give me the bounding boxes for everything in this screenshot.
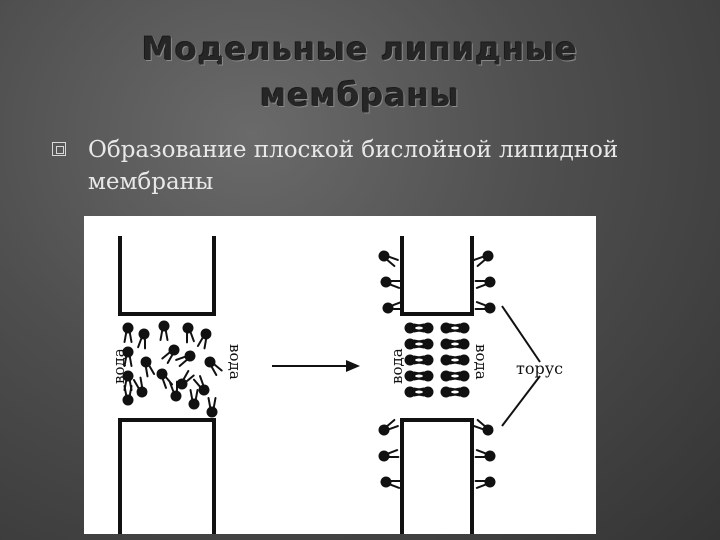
lipid-molecule [449,354,470,366]
lipid-molecule [380,276,402,289]
membrane-diagram: вода вода вода вода торус [110,236,563,534]
title-line-2: мембраны [260,76,460,114]
lipid-molecule [132,376,148,398]
slide-title: Модельные липидные мембраны [60,26,660,118]
lipid-molecule [449,386,470,398]
lipid-molecule [474,301,496,314]
lipid-molecule [175,350,196,368]
lipid-molecule [122,385,134,406]
lipid-molecule [413,322,434,334]
arrow-icon [272,360,360,372]
lipid-molecule [140,356,156,378]
bullet-icon [52,142,66,156]
lipid-molecule [196,328,212,350]
lipid-molecule [188,389,200,410]
lipid-molecule [474,449,496,462]
lipid-molecule [449,338,470,350]
lipid-molecule [380,476,402,489]
lipid-molecule [204,356,223,376]
lipid-molecule [192,375,210,396]
lipid-molecule [378,418,399,436]
lipid-molecule [206,397,218,418]
lipid-molecule [413,338,434,350]
right-aperture-top [400,236,474,316]
water-label-left-2: вода [226,344,244,380]
lipid-molecule [122,322,134,343]
lipid-molecule [182,322,195,344]
water-label-right-2: вода [472,344,490,380]
lipid-molecule [176,370,195,390]
membrane-figure: вода вода вода вода торус [84,216,596,534]
lipid-cluster-left [122,320,223,418]
water-label-right-1: вода [388,348,406,384]
torus-label: торус [516,359,563,378]
lipid-molecule [161,344,180,364]
right-aperture-bottom [400,418,474,534]
bullet-text: Образование плоской бислойной липидной м… [88,137,619,195]
lipid-molecule [473,250,494,268]
lipid-molecule [474,276,496,289]
lipid-molecule [413,354,434,366]
left-aperture-top [118,236,216,316]
lipid-molecule [449,322,470,334]
lipid-molecule [449,370,470,382]
left-aperture-bottom [118,418,216,534]
lipid-molecule [378,449,400,462]
lipid-molecule [413,370,434,382]
title-line-1: Модельные липидные [142,30,578,68]
water-label-left-1: вода [110,348,128,384]
lipid-molecule [158,320,170,341]
lipid-molecule [137,328,150,350]
lipid-molecule [473,418,494,436]
torus-pointer-lines [501,305,541,427]
lipid-molecule [378,250,399,268]
lipid-molecule [382,301,404,314]
lipid-bilayer-right [404,322,470,398]
lipid-torus [378,250,496,489]
lipid-molecule [440,338,461,350]
lipid-molecule [122,346,134,367]
lipid-molecule [474,476,496,489]
lipid-molecule [413,386,434,398]
